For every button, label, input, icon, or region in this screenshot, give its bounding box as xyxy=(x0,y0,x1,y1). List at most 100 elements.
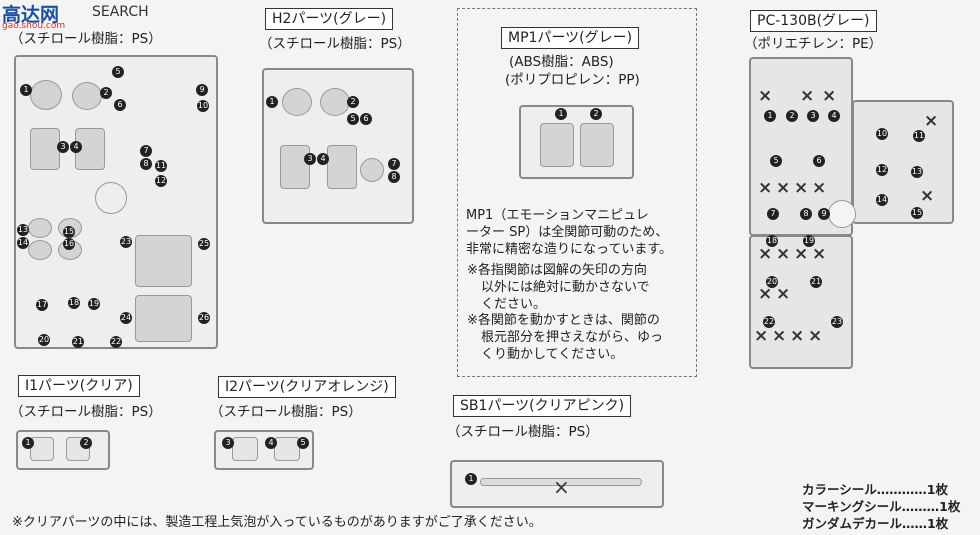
i1-material: （スチロール樹脂：PS） xyxy=(10,404,162,420)
sb1-material: （スチロール樹脂：PS） xyxy=(447,424,599,440)
seal-row: ガンダムデカール……1枚 xyxy=(802,515,960,532)
h1-material: （スチロール樹脂：PS） xyxy=(10,31,162,47)
pc-runner xyxy=(852,100,954,224)
cross-mark: × xyxy=(776,284,791,304)
seal-name: マーキングシール xyxy=(802,499,902,514)
h1-part xyxy=(28,218,52,238)
cross-mark: × xyxy=(808,326,823,346)
part-number: 5 xyxy=(347,113,359,125)
part-number: 5 xyxy=(297,437,309,449)
i2-part xyxy=(274,437,300,461)
part-number: 26 xyxy=(198,312,210,324)
part-number: 8 xyxy=(140,158,152,170)
seal-list: カラーシール…………1枚 マーキングシール………1枚 ガンダムデカール……1枚 xyxy=(802,481,960,532)
i2-material: （スチロール樹脂：PS） xyxy=(210,404,362,420)
part-number: 6 xyxy=(813,155,825,167)
mp1-desc-3: 非常に精密な造りになっています。 xyxy=(466,242,673,257)
part-number: 7 xyxy=(767,208,779,220)
part-number: 13 xyxy=(911,166,923,178)
part-number: 22 xyxy=(110,336,122,348)
pc-material: （ポリエチレン：PE） xyxy=(744,36,883,52)
part-number: 6 xyxy=(114,99,126,111)
h2-label: H2パーツ(グレー) xyxy=(265,8,394,30)
mp1-hand-part xyxy=(540,123,574,167)
mp1-note2-3: くり動かしてください。 xyxy=(481,347,624,362)
cross-mark: × xyxy=(754,326,769,346)
mp1-box xyxy=(457,8,697,377)
mp1-desc-2: ーター SP）は全関節可動のため、 xyxy=(466,225,669,240)
part-number: 1 xyxy=(764,110,776,122)
cross-mark: × xyxy=(758,86,773,106)
part-number: 21 xyxy=(810,276,822,288)
part-number: 15 xyxy=(63,226,75,238)
part-number: 10 xyxy=(876,128,888,140)
seal-dots: ………… xyxy=(876,482,927,497)
part-number: 9 xyxy=(818,208,830,220)
part-number: 1 xyxy=(555,108,567,120)
part-number: 4 xyxy=(317,153,329,165)
part-number: 3 xyxy=(304,153,316,165)
h1-part xyxy=(135,235,192,287)
part-number: 9 xyxy=(196,84,208,96)
mp1-label: MP1パーツ(グレー) xyxy=(501,27,640,49)
mp1-material-pp: (ポリプロピレン：PP) xyxy=(505,72,640,88)
h2-part xyxy=(320,88,350,116)
cross-mark: × xyxy=(920,186,935,206)
seal-dots: …… xyxy=(902,516,928,531)
watermark-search-text: SEARCH xyxy=(92,4,149,20)
i1-part xyxy=(30,437,54,461)
part-number: 4 xyxy=(265,437,277,449)
cross-mark: × xyxy=(790,326,805,346)
part-number: 17 xyxy=(36,299,48,311)
part-number: 1 xyxy=(465,473,477,485)
h2-part xyxy=(360,158,384,182)
watermark-brand: 高达网 xyxy=(2,4,60,26)
h1-part xyxy=(135,295,192,342)
sb1-saber-part xyxy=(480,478,642,486)
i1-label: I1パーツ(クリア) xyxy=(18,375,140,397)
h2-material: （スチロール樹脂：PS） xyxy=(259,36,411,52)
mp1-runner xyxy=(519,105,634,179)
mp1-note1-1: ※各指関節は図解の矢印の方向 xyxy=(467,263,647,278)
mp1-material-abs: (ABS樹脂：ABS) xyxy=(509,54,614,70)
mp1-note1-2: 以外には絶対に動かさないで xyxy=(481,280,650,295)
part-number: 22 xyxy=(763,316,775,328)
part-number: 14 xyxy=(17,237,29,249)
part-number: 4 xyxy=(70,141,82,153)
cross-mark: × xyxy=(822,86,837,106)
part-number: 19 xyxy=(88,298,100,310)
part-number: 3 xyxy=(57,141,69,153)
part-number: 12 xyxy=(155,175,167,187)
cross-mark: × xyxy=(812,244,827,264)
part-number: 5 xyxy=(770,155,782,167)
pc-ring xyxy=(828,200,856,228)
part-number: 11 xyxy=(155,160,167,172)
part-number: 20 xyxy=(766,276,778,288)
seal-row: カラーシール…………1枚 xyxy=(802,481,960,498)
part-number: 19 xyxy=(803,235,815,247)
part-number: 2 xyxy=(786,110,798,122)
i2-part xyxy=(232,437,258,461)
cross-mark: × xyxy=(812,178,827,198)
h1-part xyxy=(30,128,60,170)
part-number: 6 xyxy=(360,113,372,125)
h2-part xyxy=(280,145,310,189)
cross-mark: × xyxy=(758,178,773,198)
part-number: 15 xyxy=(911,207,923,219)
sb1-label: SB1パーツ(クリアピンク) xyxy=(453,395,632,417)
h1-part xyxy=(30,80,62,110)
part-number: 18 xyxy=(68,297,80,309)
cross-mark: × xyxy=(553,475,570,499)
part-number: 25 xyxy=(198,238,210,250)
part-number: 1 xyxy=(22,437,34,449)
cross-mark: × xyxy=(800,86,815,106)
part-number: 3 xyxy=(807,110,819,122)
part-number: 7 xyxy=(140,145,152,157)
mp1-hand-part xyxy=(580,123,614,167)
part-number: 2 xyxy=(80,437,92,449)
seal-row: マーキングシール………1枚 xyxy=(802,498,960,515)
part-number: 4 xyxy=(828,110,840,122)
h2-part xyxy=(327,145,357,189)
part-number: 10 xyxy=(197,100,209,112)
cross-mark: × xyxy=(776,244,791,264)
